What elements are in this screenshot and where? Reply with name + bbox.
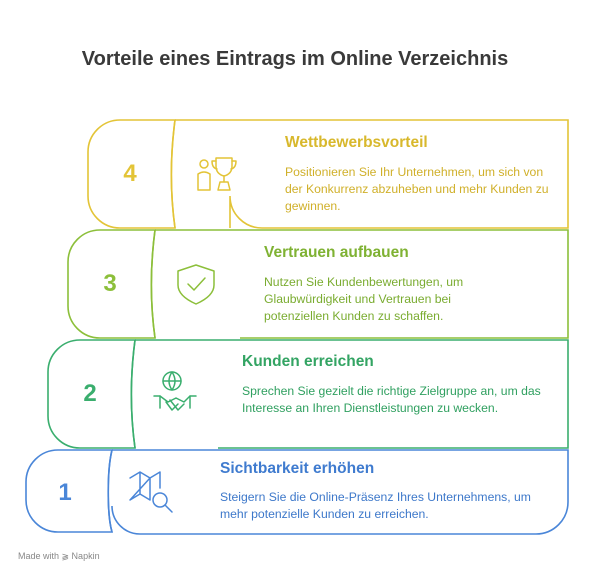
step-4-shape xyxy=(87,119,569,229)
trophy-person-icon xyxy=(197,157,237,191)
step-1-card-outline xyxy=(107,449,569,535)
step-1-description: Steigern Sie die Online-Präsenz Ihres Un… xyxy=(220,490,531,521)
step-4-number: 4 xyxy=(123,160,137,187)
step-1-shape xyxy=(25,449,569,535)
made-with-napkin-footer: Made with ⫺ Napkin xyxy=(18,551,100,561)
page-title: Vorteile eines Eintrags im Online Verzei… xyxy=(81,48,509,70)
step-2-title: Kunden erreichen xyxy=(242,353,374,370)
step-3-card-outline xyxy=(150,229,569,339)
handshake-globe-icon xyxy=(153,371,197,411)
step-3-description: Nutzen Sie Kundenbewertungen, um Glaubwü… xyxy=(264,275,464,323)
step-3-number: 3 xyxy=(103,270,117,297)
step-1-title: Sichtbarkeit erhöhen xyxy=(220,460,375,477)
step-4-title: Wettbewerbsvorteil xyxy=(285,134,428,151)
step-2-number: 2 xyxy=(83,380,97,407)
step-4-card-outline xyxy=(170,119,569,229)
step-2-description: Sprechen Sie gezielt die richtige Zielgr… xyxy=(242,384,541,415)
step-3-title: Vertrauen aufbauen xyxy=(264,244,409,261)
step-2-shape xyxy=(47,339,569,449)
step-1-number: 1 xyxy=(58,479,72,506)
step-3-shape xyxy=(67,229,569,339)
step-4-description: Positionieren Sie Ihr Unternehmen, um si… xyxy=(285,165,549,213)
step-2-card-outline xyxy=(130,339,569,449)
map-search-icon xyxy=(129,471,173,513)
shield-check-icon xyxy=(177,264,215,305)
